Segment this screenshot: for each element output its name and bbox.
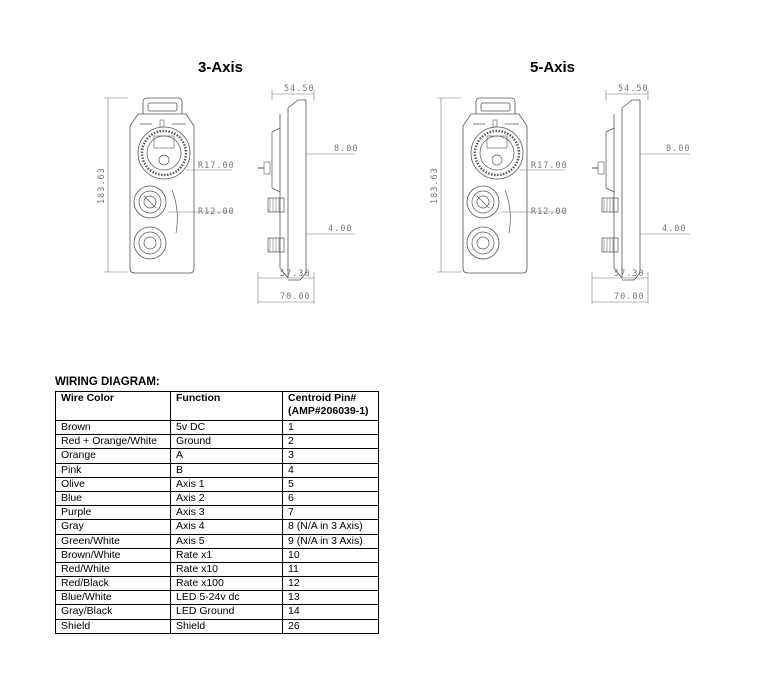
- cell-wire-color: Blue: [55, 490, 171, 507]
- header-pin-line2: (AMP#206039-1): [288, 405, 369, 417]
- wiring-table: Wire Color Function Centroid Pin#(AMP#20…: [55, 391, 379, 634]
- cell-pin: 6: [282, 490, 379, 507]
- cell-function: Axis 4: [170, 519, 283, 535]
- wiring-diagram-heading: WIRING DIAGRAM:: [55, 376, 160, 388]
- table-header-row: Wire Color Function Centroid Pin#(AMP#20…: [55, 391, 379, 421]
- dim-offset-mid-3: 4.00: [328, 224, 352, 234]
- dim-offset-top-3: 8.00: [334, 144, 358, 154]
- dim-width-side-3: 54.50: [284, 84, 315, 94]
- cell-function: LED Ground: [170, 604, 283, 620]
- cell-function: B: [170, 462, 283, 478]
- dim-offset-mid-5: 4.00: [662, 224, 686, 234]
- cell-function: Rate x10: [170, 561, 283, 578]
- side-view-5-axis: [591, 99, 641, 281]
- cell-pin: 8 (N/A in 3 Axis): [282, 519, 379, 535]
- cell-function: LED 5-24v dc: [170, 590, 283, 606]
- cell-pin: 14: [282, 604, 379, 620]
- cell-function: Axis 5: [170, 533, 283, 549]
- header-pin-line1: Centroid Pin#: [288, 392, 357, 404]
- cell-function: Axis 2: [170, 490, 283, 507]
- cell-pin: 12: [282, 576, 379, 592]
- dim-r-large-5: R17.00: [531, 161, 568, 171]
- drawing-title-5-axis: 5-Axis: [530, 59, 576, 76]
- cell-pin: 10: [282, 547, 379, 563]
- cell-function: Ground: [170, 434, 283, 450]
- header-wire-color: Wire Color: [55, 391, 171, 421]
- cell-wire-color: Olive: [55, 476, 171, 492]
- cell-pin: 3: [282, 448, 379, 464]
- cell-pin: 11: [282, 561, 379, 578]
- cell-wire-color: Blue/White: [55, 590, 171, 606]
- cell-wire-color: Orange: [55, 448, 171, 464]
- dimension-lines-5-axis: [437, 90, 690, 304]
- cell-wire-color: Red + Orange/White: [55, 434, 171, 450]
- dim-r-small-3: R12.00: [198, 207, 235, 217]
- header-function: Function: [170, 391, 283, 421]
- cell-pin: 9 (N/A in 3 Axis): [282, 533, 379, 549]
- cell-wire-color: Gray: [55, 519, 171, 535]
- dim-depth-3: 57.30: [280, 269, 311, 279]
- dim-depth-5: 57.30: [614, 269, 645, 279]
- cell-function: Axis 3: [170, 505, 283, 521]
- cell-pin: 13: [282, 590, 379, 606]
- cell-wire-color: Gray/Black: [55, 604, 171, 620]
- cell-function: Axis 1: [170, 476, 283, 492]
- cell-function: A: [170, 448, 283, 464]
- cell-pin: 26: [282, 618, 379, 634]
- dim-r-small-5: R12.00: [531, 207, 568, 217]
- dim-width-side-5: 54.50: [618, 84, 649, 94]
- header-centroid-pin: Centroid Pin#(AMP#206039-1): [282, 391, 379, 421]
- dim-overall-5: 70.00: [614, 292, 645, 302]
- cell-function: Rate x100: [170, 576, 283, 592]
- cell-wire-color: Red/White: [55, 561, 171, 578]
- dim-r-large-3: R17.00: [198, 161, 235, 171]
- cell-function: Shield: [170, 618, 283, 634]
- cell-wire-color: Red/Black: [55, 576, 171, 592]
- cell-wire-color: Green/White: [55, 533, 171, 549]
- cell-wire-color: Shield: [55, 618, 171, 634]
- cell-pin: 5: [282, 476, 379, 492]
- dim-overall-3: 70.00: [280, 292, 311, 302]
- cell-pin: 1: [282, 419, 379, 436]
- cell-wire-color: Pink: [55, 462, 171, 478]
- technical-drawings: 183.63 54.50 8.00 R17.00 R12.00 4.00 57.…: [97, 84, 690, 304]
- cell-pin: 2: [282, 434, 379, 450]
- dim-height-5: 183.63: [430, 167, 440, 204]
- cell-pin: 4: [282, 462, 379, 478]
- cell-wire-color: Purple: [55, 505, 171, 521]
- front-view-3-axis: [128, 96, 196, 275]
- cell-pin: 7: [282, 505, 379, 521]
- drawing-title-3-axis: 3-Axis: [198, 59, 244, 76]
- dim-offset-top-5: 8.00: [666, 144, 690, 154]
- cell-function: 5v DC: [170, 419, 283, 436]
- cell-wire-color: Brown: [55, 419, 171, 436]
- side-view-3-axis: [257, 99, 307, 281]
- dimension-lines-3-axis: [104, 90, 355, 304]
- cell-wire-color: Brown/White: [55, 547, 171, 563]
- front-view-5-axis: [461, 96, 529, 275]
- dim-height-3: 183.63: [97, 167, 107, 204]
- cell-function: Rate x1: [170, 547, 283, 563]
